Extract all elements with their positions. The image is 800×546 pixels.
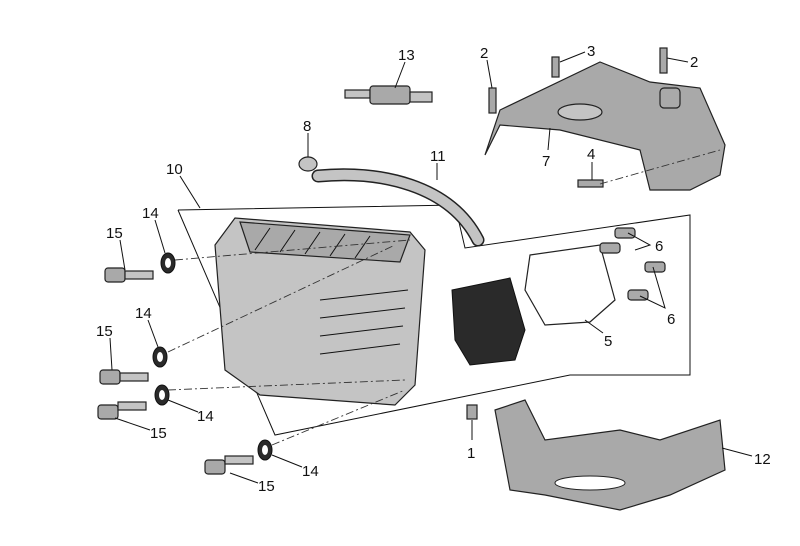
label-2-left: 2 (480, 45, 488, 62)
label-6-a: 6 (655, 238, 663, 255)
label-7: 7 (542, 153, 550, 170)
label-12: 12 (754, 451, 771, 468)
label-15-d: 15 (258, 478, 275, 495)
label-14-a: 14 (142, 205, 159, 222)
label-2-right: 2 (690, 54, 698, 71)
label-15-a: 15 (106, 225, 123, 242)
clamp-part (298, 156, 318, 172)
label-11: 11 (430, 148, 446, 165)
spark-plug-part (344, 85, 433, 105)
label-3: 3 (587, 43, 595, 60)
label-14-d: 14 (302, 463, 319, 480)
dark-plate-part (451, 277, 526, 366)
label-14-b: 14 (135, 305, 152, 322)
bolts-and-washers (97, 252, 273, 475)
label-13: 13 (398, 47, 415, 64)
leader-lines (109, 51, 753, 484)
label-14-c: 14 (197, 408, 214, 425)
label-15-c: 15 (150, 425, 167, 442)
gasket-part (524, 244, 616, 326)
label-10: 10 (166, 161, 183, 178)
head-cover-part (214, 217, 426, 406)
label-4: 4 (587, 146, 595, 163)
alignment-lines (167, 149, 721, 446)
bottom-cover-part (494, 399, 726, 511)
label-5: 5 (604, 333, 612, 350)
label-6-b: 6 (667, 311, 675, 328)
label-15-b: 15 (96, 323, 113, 340)
label-8: 8 (303, 118, 311, 135)
label-1: 1 (467, 445, 475, 462)
top-cover-part (484, 61, 726, 191)
